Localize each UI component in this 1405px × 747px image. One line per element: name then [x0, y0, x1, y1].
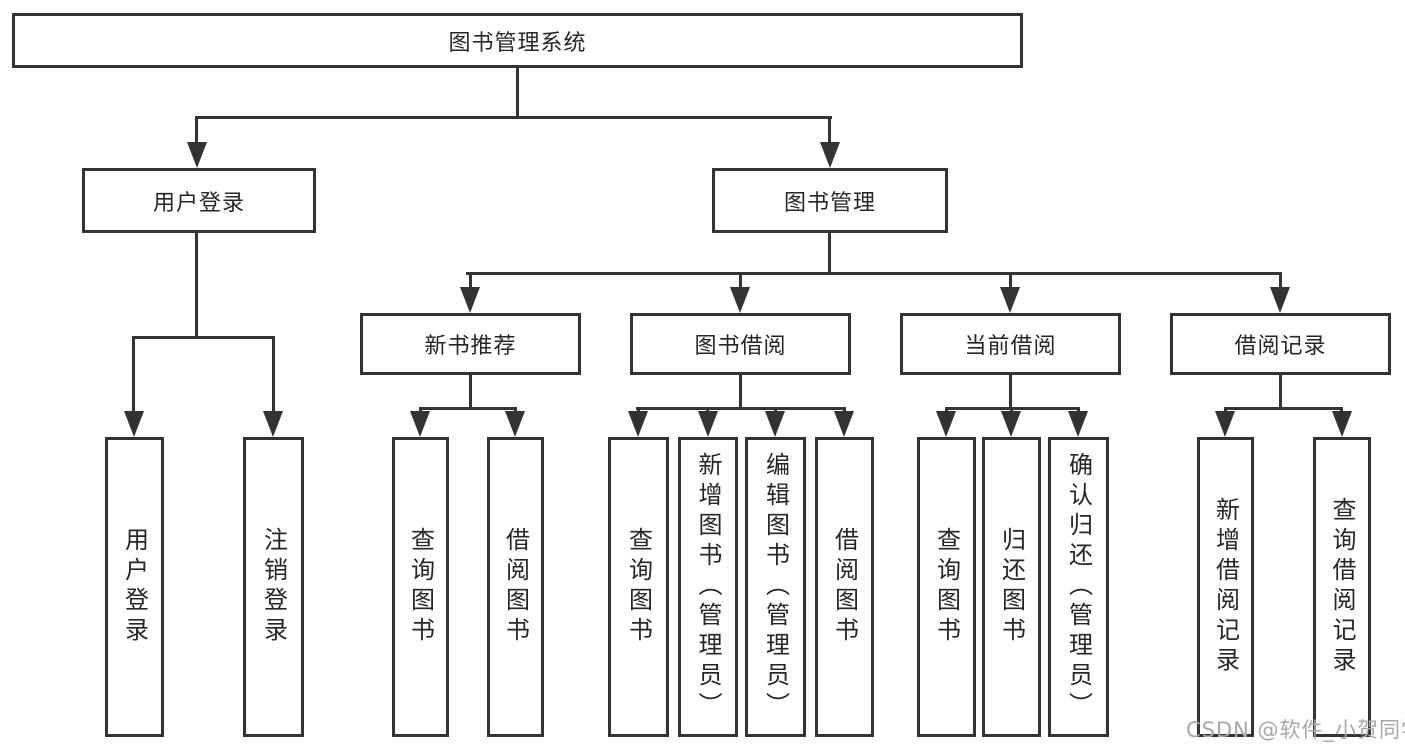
leaf-recommend-query-books: 查询图书 [392, 437, 449, 737]
arrowhead-down-icon [263, 411, 283, 437]
connector-stem [828, 116, 831, 146]
leaf-recommend-borrow-books-label: 借阅图书 [501, 527, 530, 647]
arrowhead-down-icon [1068, 411, 1088, 437]
leaf-add-borrow-record-label: 新增借阅记录 [1211, 497, 1240, 677]
connector-stem [195, 116, 198, 146]
leaf-logout-label: 注销登录 [259, 527, 288, 647]
arrowhead-down-icon [936, 411, 956, 437]
arrowhead-down-icon [187, 142, 207, 168]
arrowhead-down-icon [1001, 411, 1021, 437]
leaf-edit-books-admin-label: 编辑图书（管理员） [761, 452, 790, 722]
arrowhead-down-icon [1270, 287, 1290, 313]
connector-trunk [469, 373, 472, 410]
leaf-recommend-borrow-books: 借阅图书 [487, 437, 544, 737]
connector-trunk [1279, 373, 1282, 410]
leaf-edit-books-admin: 编辑图书（管理员） [745, 437, 806, 737]
connector-branch [1224, 407, 1342, 410]
leaf-borrow-books-label: 借阅图书 [830, 527, 859, 647]
node-new-book-recommend: 新书推荐 [360, 313, 581, 375]
arrowhead-down-icon [698, 411, 718, 437]
connector-level2 [196, 116, 832, 119]
leaf-add-books-admin: 新增图书（管理员） [678, 437, 738, 737]
arrowhead-down-icon [1332, 411, 1352, 437]
arrowhead-down-icon [124, 411, 144, 437]
arrowhead-down-icon [460, 287, 480, 313]
connector-book-mgmt-trunk [828, 231, 831, 275]
connector-level3 [466, 272, 1282, 275]
leaf-borrow-query-books-label: 查询图书 [624, 527, 653, 647]
connector-stem [272, 336, 275, 414]
connector-stem [1009, 272, 1012, 292]
leaf-add-borrow-record: 新增借阅记录 [1197, 437, 1254, 737]
leaf-confirm-return-admin-label: 确认归还（管理员） [1064, 452, 1093, 722]
arrowhead-down-icon [1000, 287, 1020, 313]
leaf-user-login: 用户登录 [105, 437, 164, 737]
connector-trunk [1009, 373, 1012, 410]
leaf-current-query-books: 查询图书 [917, 437, 976, 737]
node-borrow-record: 借阅记录 [1170, 313, 1391, 375]
connector-stem [1279, 272, 1282, 292]
arrowhead-down-icon [505, 411, 525, 437]
node-new-book-recommend-label: 新书推荐 [424, 334, 517, 359]
leaf-logout: 注销登录 [243, 437, 304, 737]
leaf-add-books-admin-label: 新增图书（管理员） [694, 452, 722, 722]
node-book-borrow-label: 图书借阅 [694, 334, 787, 359]
leaf-return-books: 归还图书 [982, 437, 1041, 737]
connector-stem [132, 336, 135, 414]
leaf-query-borrow-record: 查询借阅记录 [1313, 437, 1371, 737]
leaf-user-login-label: 用户登录 [120, 527, 149, 647]
csdn-watermark: CSDN @软件_小贺同学 [1186, 718, 1405, 742]
node-user-login: 用户登录 [82, 168, 316, 233]
connector-user-login-trunk [195, 231, 198, 339]
node-book-management: 图书管理 [712, 168, 948, 233]
leaf-query-borrow-record-label: 查询借阅记录 [1328, 497, 1356, 677]
node-book-management-label: 图书管理 [783, 190, 876, 216]
leaf-current-query-books-label: 查询图书 [932, 527, 961, 647]
leaf-confirm-return-admin: 确认归还（管理员） [1048, 437, 1109, 737]
node-current-borrow: 当前借阅 [900, 313, 1121, 375]
leaf-recommend-query-books-label: 查询图书 [406, 527, 435, 647]
connector-trunk [739, 373, 742, 410]
arrowhead-down-icon [628, 411, 648, 437]
node-borrow-record-label: 借阅记录 [1234, 334, 1327, 359]
node-root-label: 图书管理系统 [448, 30, 587, 56]
node-root: 图书管理系统 [12, 13, 1023, 68]
connector-branch [636, 407, 846, 410]
leaf-borrow-books: 借阅图书 [815, 437, 874, 737]
arrowhead-down-icon [410, 411, 430, 437]
node-book-borrow: 图书借阅 [630, 313, 851, 375]
leaf-return-books-label: 归还图书 [997, 527, 1026, 647]
connector-stem [469, 272, 472, 292]
connector-branch [419, 407, 516, 410]
arrowhead-down-icon [1215, 411, 1235, 437]
node-user-login-label: 用户登录 [152, 190, 245, 216]
arrowhead-down-icon [765, 411, 785, 437]
arrowhead-down-icon [730, 287, 750, 313]
connector-stem [739, 272, 742, 292]
arrowhead-down-icon [820, 142, 840, 168]
node-current-borrow-label: 当前借阅 [964, 334, 1057, 359]
connector-user-login-branch [133, 336, 275, 339]
connector-root-trunk [516, 66, 519, 119]
arrowhead-down-icon [834, 411, 854, 437]
leaf-borrow-query-books: 查询图书 [608, 437, 669, 737]
